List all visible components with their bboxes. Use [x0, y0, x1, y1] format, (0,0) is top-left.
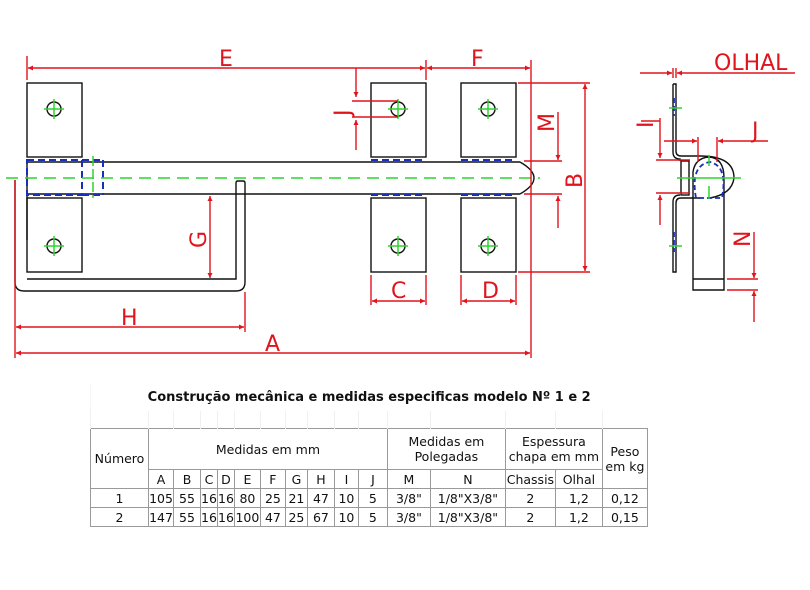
table-cell: 100: [233, 507, 261, 527]
table-cell: 25: [284, 507, 308, 527]
plate-c-top: [370, 82, 427, 158]
table-cell: 16: [200, 507, 218, 527]
row-numero: 1: [90, 488, 149, 508]
subheader-cell: A: [148, 469, 174, 489]
table-cell: 147: [148, 507, 174, 527]
side-view: [672, 83, 735, 291]
subheader-cell: D: [217, 469, 235, 489]
dim-label-h: H: [121, 306, 138, 331]
dim-label-e: E: [219, 47, 233, 72]
table-cell: 3/8": [386, 488, 431, 508]
rod-rounded-tip: [519, 161, 535, 195]
table-cell: 25: [259, 488, 286, 508]
dim-label-d: D: [482, 279, 499, 304]
left-plate-bottom: [26, 197, 83, 273]
dim-label-n: N: [731, 231, 756, 247]
row-peso: 0,12: [601, 488, 648, 508]
table-cell: 1/8"X3/8": [429, 507, 506, 527]
dim-label-f: F: [471, 47, 484, 72]
table-row: 1 105 55 16 16 80 25 21 47 10 5 3/8" 1/8…: [90, 488, 648, 508]
table-cell: 2: [504, 507, 556, 527]
header-numero: Número: [90, 428, 149, 489]
table-cell: 16: [217, 507, 235, 527]
table-cell: 1/8"X3/8": [429, 488, 506, 508]
dim-label-g: G: [187, 231, 212, 248]
table-cell: 1,2: [554, 507, 603, 527]
specifications-table: Construção mecânica e medidas especifica…: [90, 384, 648, 527]
dim-label-j: J: [331, 110, 356, 119]
dim-label-j-side: J: [750, 119, 759, 144]
screw-hole-icon: [478, 99, 498, 119]
table-cell: 5: [357, 507, 388, 527]
dim-label-a: A: [265, 332, 280, 357]
table-cell: 105: [148, 488, 174, 508]
table-cell: 21: [284, 488, 308, 508]
subheader-cell: Olhal: [554, 469, 603, 489]
subheader-cell: C: [200, 469, 218, 489]
plate-c-bottom: [370, 197, 427, 273]
screw-hole-icon: [388, 236, 408, 256]
u-handle: [14, 180, 246, 292]
table-cell: 1,2: [554, 488, 603, 508]
header-medidas-mm: Medidas em mm: [148, 428, 388, 470]
technical-drawing: E F J M B C D G H A: [6, 47, 795, 358]
subheader-cell: E: [233, 469, 261, 489]
left-plate-top: [26, 82, 83, 158]
subheader-cell: M: [386, 469, 431, 489]
olhal-loop: [692, 156, 725, 291]
table-cell: 55: [173, 488, 201, 508]
screw-holes: [44, 99, 498, 256]
table-cell: 2: [504, 488, 556, 508]
dimensions-front: [14, 56, 590, 358]
dimension-labels-side: OLHAL I J N: [634, 51, 788, 247]
table-cell: 3/8": [386, 507, 431, 527]
dim-label-i: I: [634, 122, 659, 129]
dim-label-c: C: [391, 279, 406, 304]
dimensions-side: [640, 68, 795, 322]
dim-label-m: M: [535, 113, 560, 132]
table-cell: 10: [333, 488, 359, 508]
side-center-lines: [669, 107, 741, 247]
front-view: [14, 82, 535, 292]
screw-hole-icon: [478, 236, 498, 256]
subheader-cell: N: [429, 469, 506, 489]
row-peso: 0,15: [601, 507, 648, 527]
screw-hole-icon: [44, 236, 64, 256]
table-cell: 67: [306, 507, 335, 527]
hidden-lines: [26, 159, 516, 196]
table-cell: 80: [233, 488, 261, 508]
dim-label-b: B: [563, 173, 588, 188]
subheader-cell: I: [333, 469, 359, 489]
table-cell: 47: [306, 488, 335, 508]
plate-d-top: [460, 82, 517, 158]
table-title: Construção mecânica e medidas especifica…: [90, 384, 648, 411]
subheader-cell: F: [259, 469, 286, 489]
side-hidden: [673, 98, 725, 252]
dimension-labels-front: E F J M B C D G H A: [121, 47, 588, 357]
center-lines: [6, 156, 540, 198]
subheader-cell: G: [284, 469, 308, 489]
screw-hole-icon: [388, 99, 408, 119]
table-cell: 5: [357, 488, 388, 508]
side-plate: [672, 83, 700, 161]
subheader-cell: H: [306, 469, 335, 489]
table-row: 2 147 55 16 16 100 47 25 67 10 5 3/8" 1/…: [90, 507, 648, 527]
dim-label-olhal: OLHAL: [714, 51, 788, 76]
table-cell: 55: [173, 507, 201, 527]
table-cell: 10: [333, 507, 359, 527]
screw-hole-icon: [44, 99, 64, 119]
subheader-cell: J: [357, 469, 388, 489]
subheader-cell: Chassis: [504, 469, 556, 489]
table-cell: 47: [259, 507, 286, 527]
table-cell: 16: [200, 488, 218, 508]
plate-d-bottom: [460, 197, 517, 273]
table-cell: 16: [217, 488, 235, 508]
subheader-cell: B: [173, 469, 201, 489]
row-numero: 2: [90, 507, 149, 527]
